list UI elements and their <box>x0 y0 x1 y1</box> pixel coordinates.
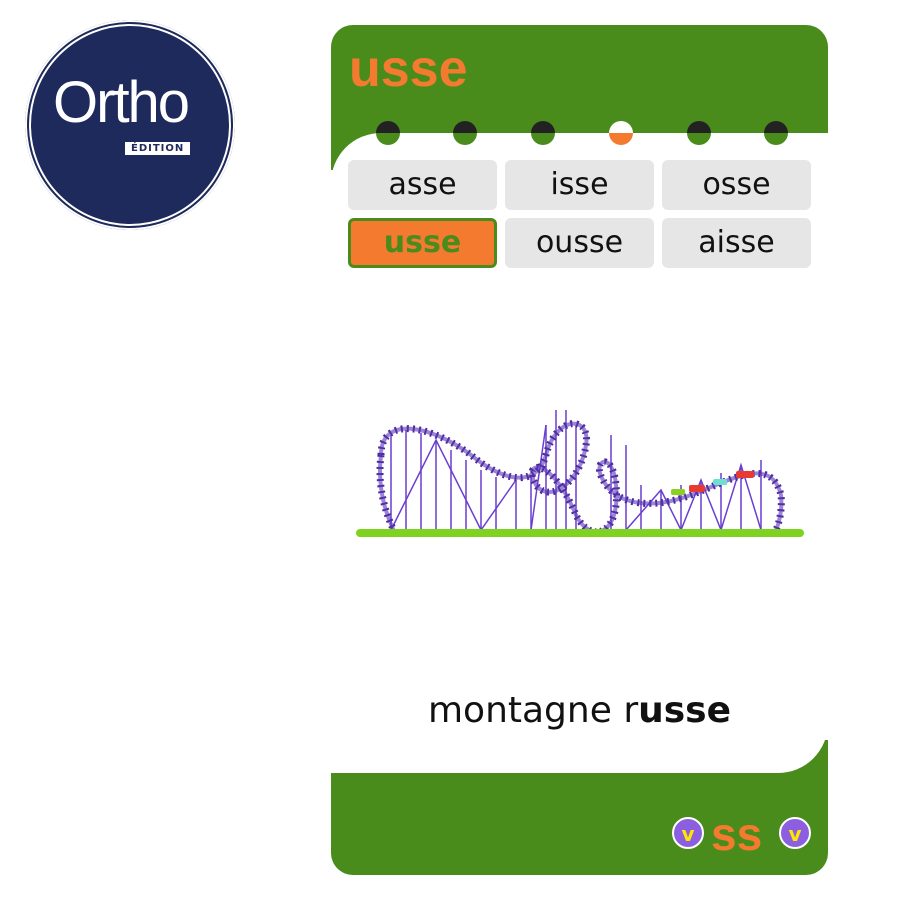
footer-curve <box>331 705 828 773</box>
logo-ring <box>29 24 231 226</box>
option-isse[interactable]: isse <box>505 160 654 210</box>
progress-dot <box>687 121 711 145</box>
card-header <box>331 25 828 133</box>
card-title: usse <box>349 40 468 98</box>
vowel-badge-right: v <box>779 817 811 849</box>
logo-subtitle: ÉDITION <box>125 142 191 155</box>
ground-line <box>356 529 804 537</box>
sound-label: ss <box>711 808 763 860</box>
option-usse-selected[interactable]: usse <box>348 218 497 268</box>
option-osse[interactable]: osse <box>662 160 811 210</box>
progress-dot <box>764 121 788 145</box>
word-card: usse asse isse osse usse ousse aisse mon… <box>331 25 828 875</box>
progress-dot <box>453 121 477 145</box>
progress-dot <box>376 121 400 145</box>
word-prefix: montagne r <box>427 690 639 731</box>
vowel-badge-left: v <box>672 817 704 849</box>
target-word: montagne russe <box>331 689 828 733</box>
progress-dot-current <box>609 121 633 145</box>
progress-dot <box>531 121 555 145</box>
logo-letter-o: O <box>53 70 98 135</box>
roller-coaster-image <box>356 410 804 539</box>
ortho-edition-logo: Ortho ÉDITION <box>25 20 235 230</box>
word-suffix-highlight: usse <box>638 690 732 731</box>
option-asse[interactable]: asse <box>348 160 497 210</box>
option-ousse[interactable]: ousse <box>505 218 654 268</box>
option-aisse[interactable]: aisse <box>662 218 811 268</box>
logo-text: rtho <box>96 70 190 135</box>
